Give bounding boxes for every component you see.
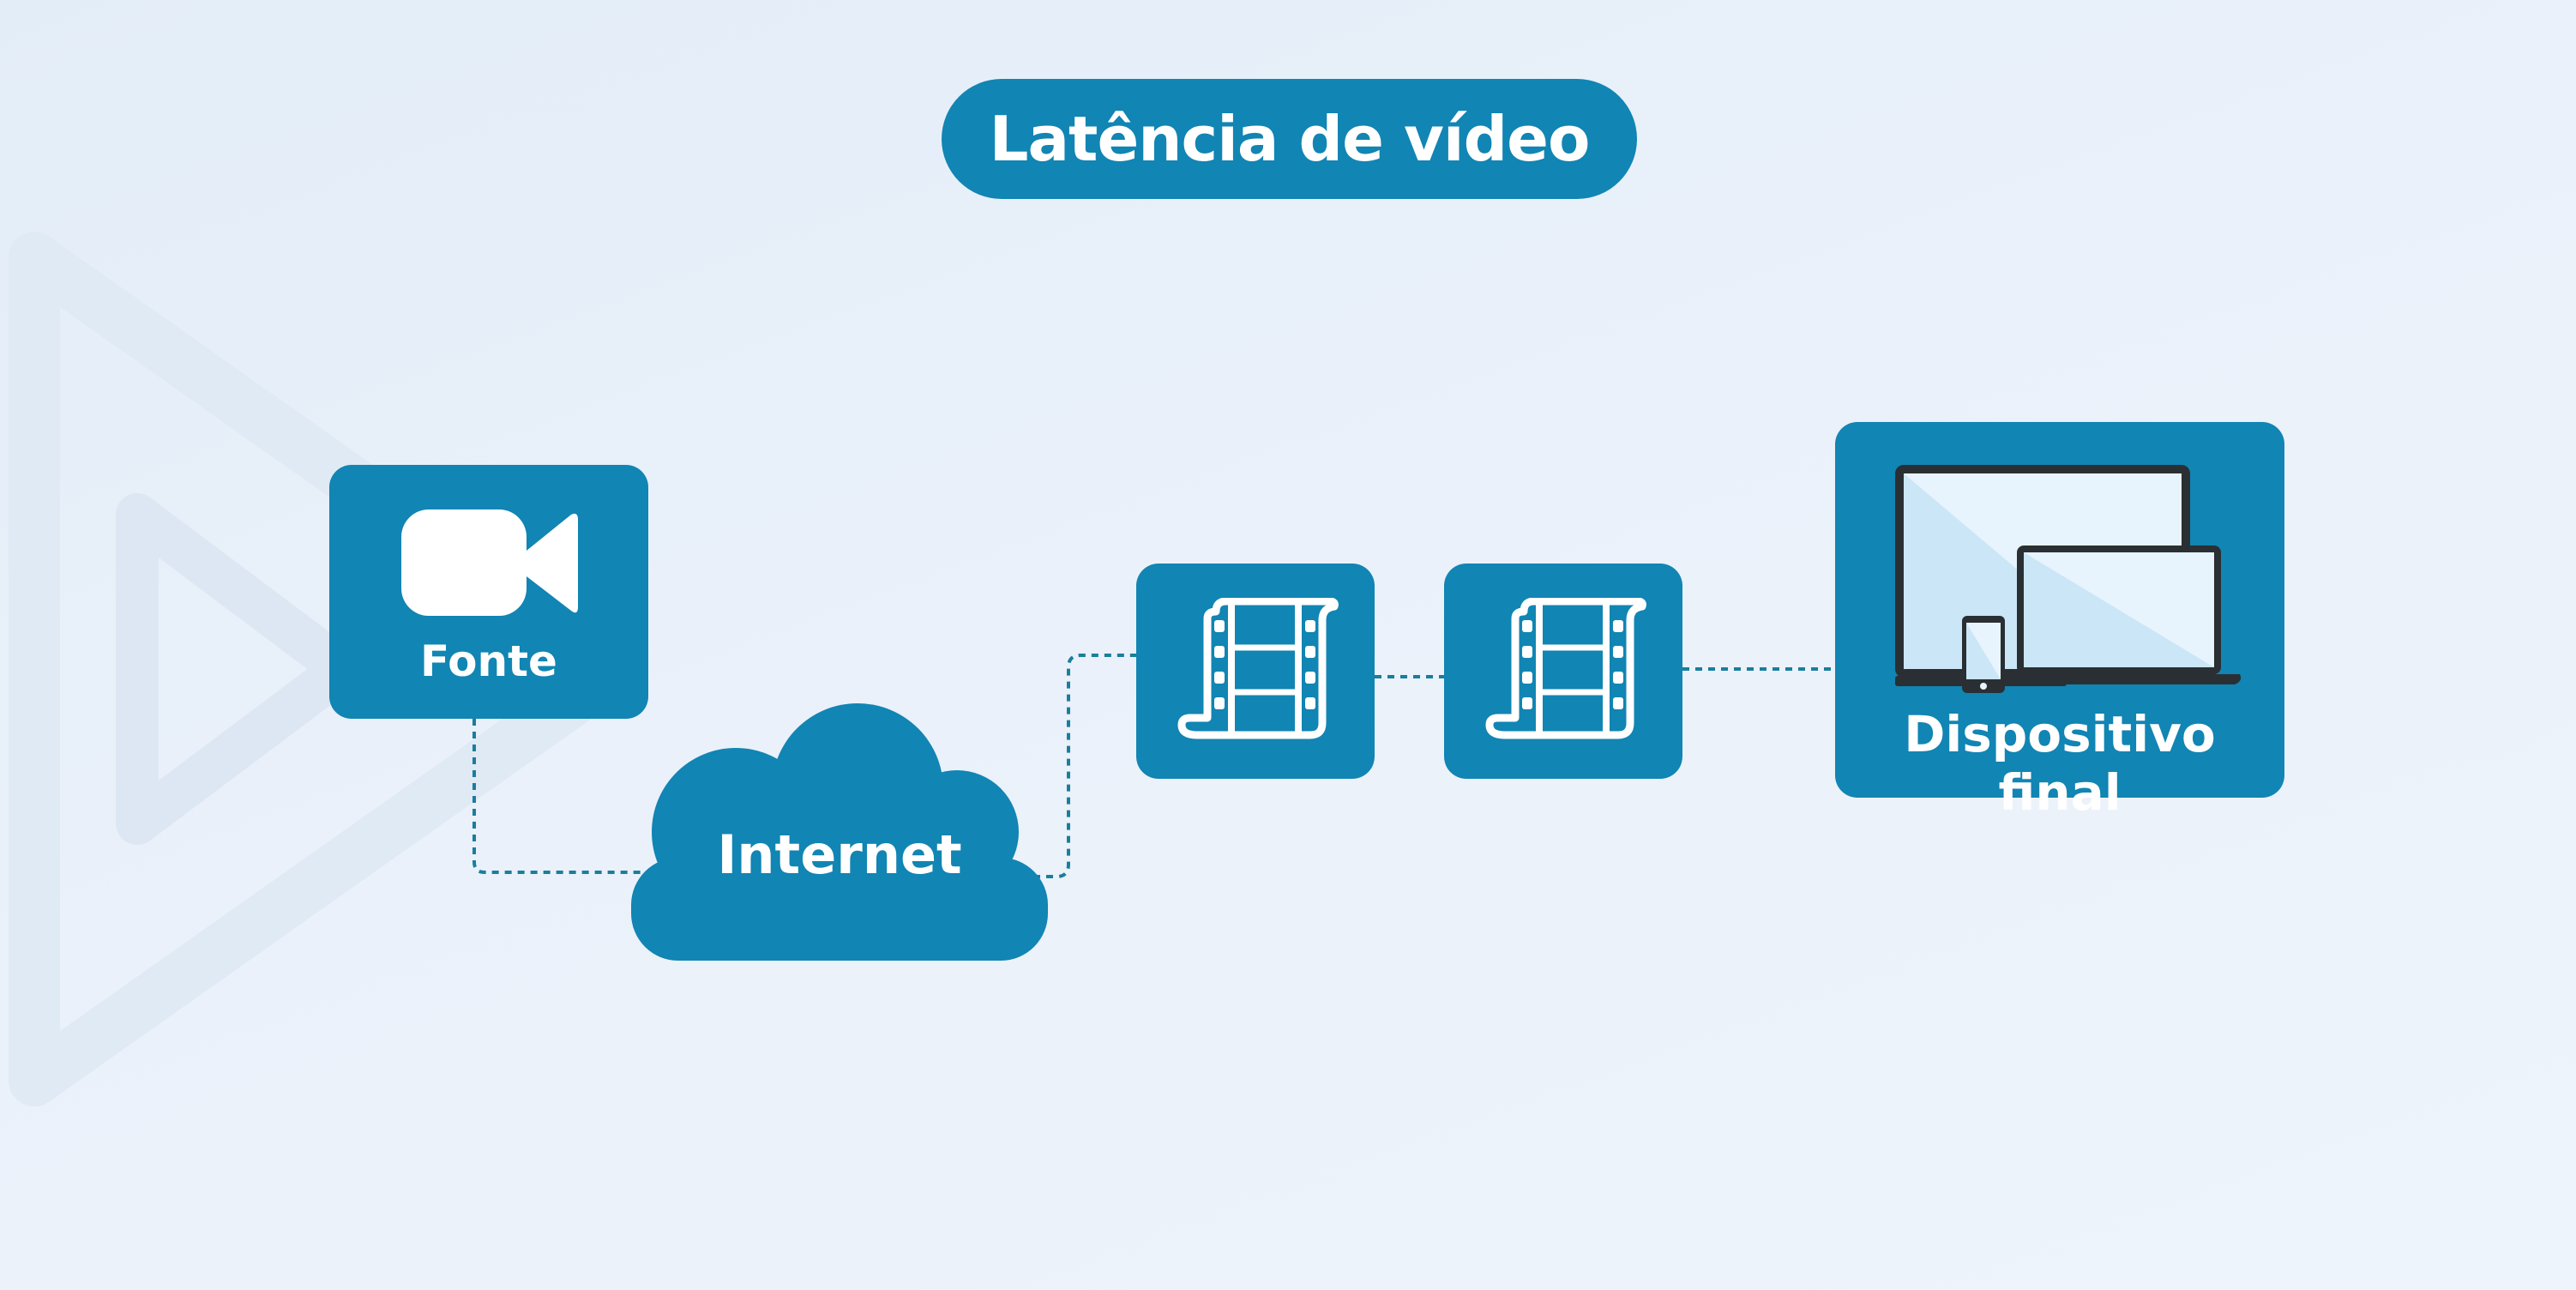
cloud-icon [631, 703, 1048, 961]
source-node: Fonte [329, 465, 648, 719]
end-device-label: Dispositivo final [1904, 705, 2216, 822]
title-pill: Latência de vídeo [942, 79, 1637, 199]
video-camera-icon [400, 508, 580, 623]
end-device-node: Dispositivo final [1835, 422, 2284, 822]
connector-source-internet [472, 719, 667, 874]
frame-node-2 [1444, 564, 1682, 779]
film-strip-icon [1177, 597, 1339, 747]
internet-label: Internet [717, 823, 962, 886]
connector-internet-frame1 [1020, 654, 1136, 878]
film-strip-icon [1484, 597, 1647, 747]
frame-node-1 [1136, 564, 1375, 779]
internet-node: Internet [631, 703, 1048, 961]
diagram-title: Latência de vídeo [989, 103, 1591, 175]
source-label: Fonte [420, 636, 557, 686]
devices-icon [1878, 463, 2247, 707]
